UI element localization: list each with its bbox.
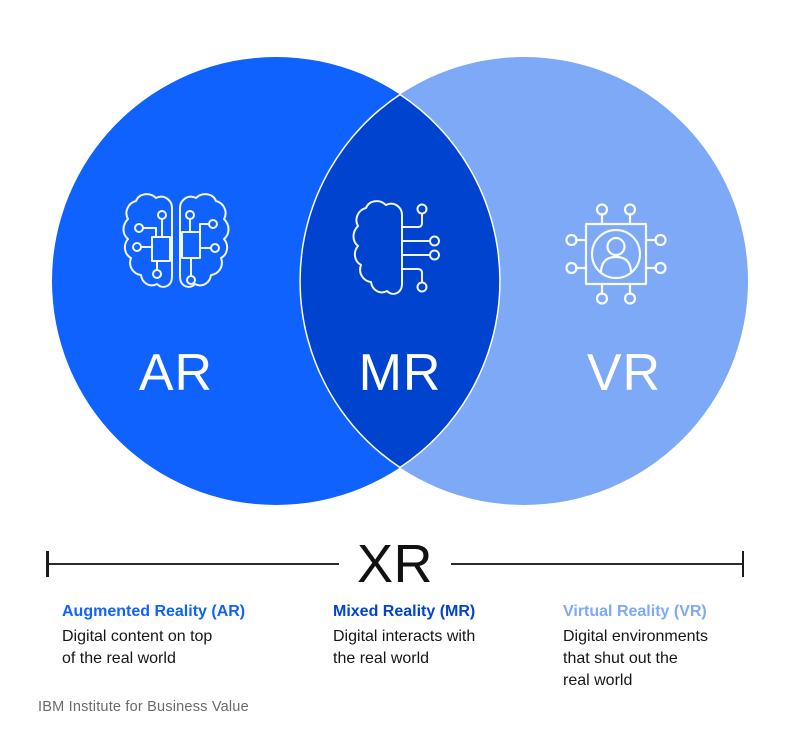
mr-overlap-lens <box>299 93 501 469</box>
legend-mr-description: Digital interacts with the real world <box>333 628 476 667</box>
legend-vr-description: Digital environments that shut out the r… <box>563 628 708 689</box>
legend-ar-title: Augmented Reality (AR) <box>62 603 246 620</box>
legend-ar: Augmented Reality (AR) Digital content o… <box>62 601 332 670</box>
vr-label: VR <box>587 344 661 402</box>
chip-user-icon <box>565 203 667 305</box>
mr-label: MR <box>359 344 442 402</box>
bracket-tick-left <box>46 551 49 577</box>
brain-circuit-icon <box>122 193 230 288</box>
xr-label: XR <box>357 534 434 594</box>
legend-vr: Virtual Reality (VR) Digital environment… <box>563 601 773 692</box>
bracket-line-left <box>48 563 339 565</box>
legend-ar-description: Digital content on top of the real world <box>62 628 213 667</box>
legend-mr: Mixed Reality (MR) Digital interacts wit… <box>333 601 563 670</box>
source-attribution: IBM Institute for Business Value <box>38 699 249 715</box>
xr-venn-diagram: AR MR VR <box>52 57 748 505</box>
half-brain-circuit-icon <box>352 200 440 295</box>
bracket-line-right <box>451 563 742 565</box>
bracket-tick-right <box>741 551 745 577</box>
legend-mr-title: Mixed Reality (MR) <box>333 603 476 620</box>
xr-bracket: XR <box>46 534 745 594</box>
ar-label: AR <box>139 344 213 402</box>
legend-vr-title: Virtual Reality (VR) <box>563 603 707 620</box>
